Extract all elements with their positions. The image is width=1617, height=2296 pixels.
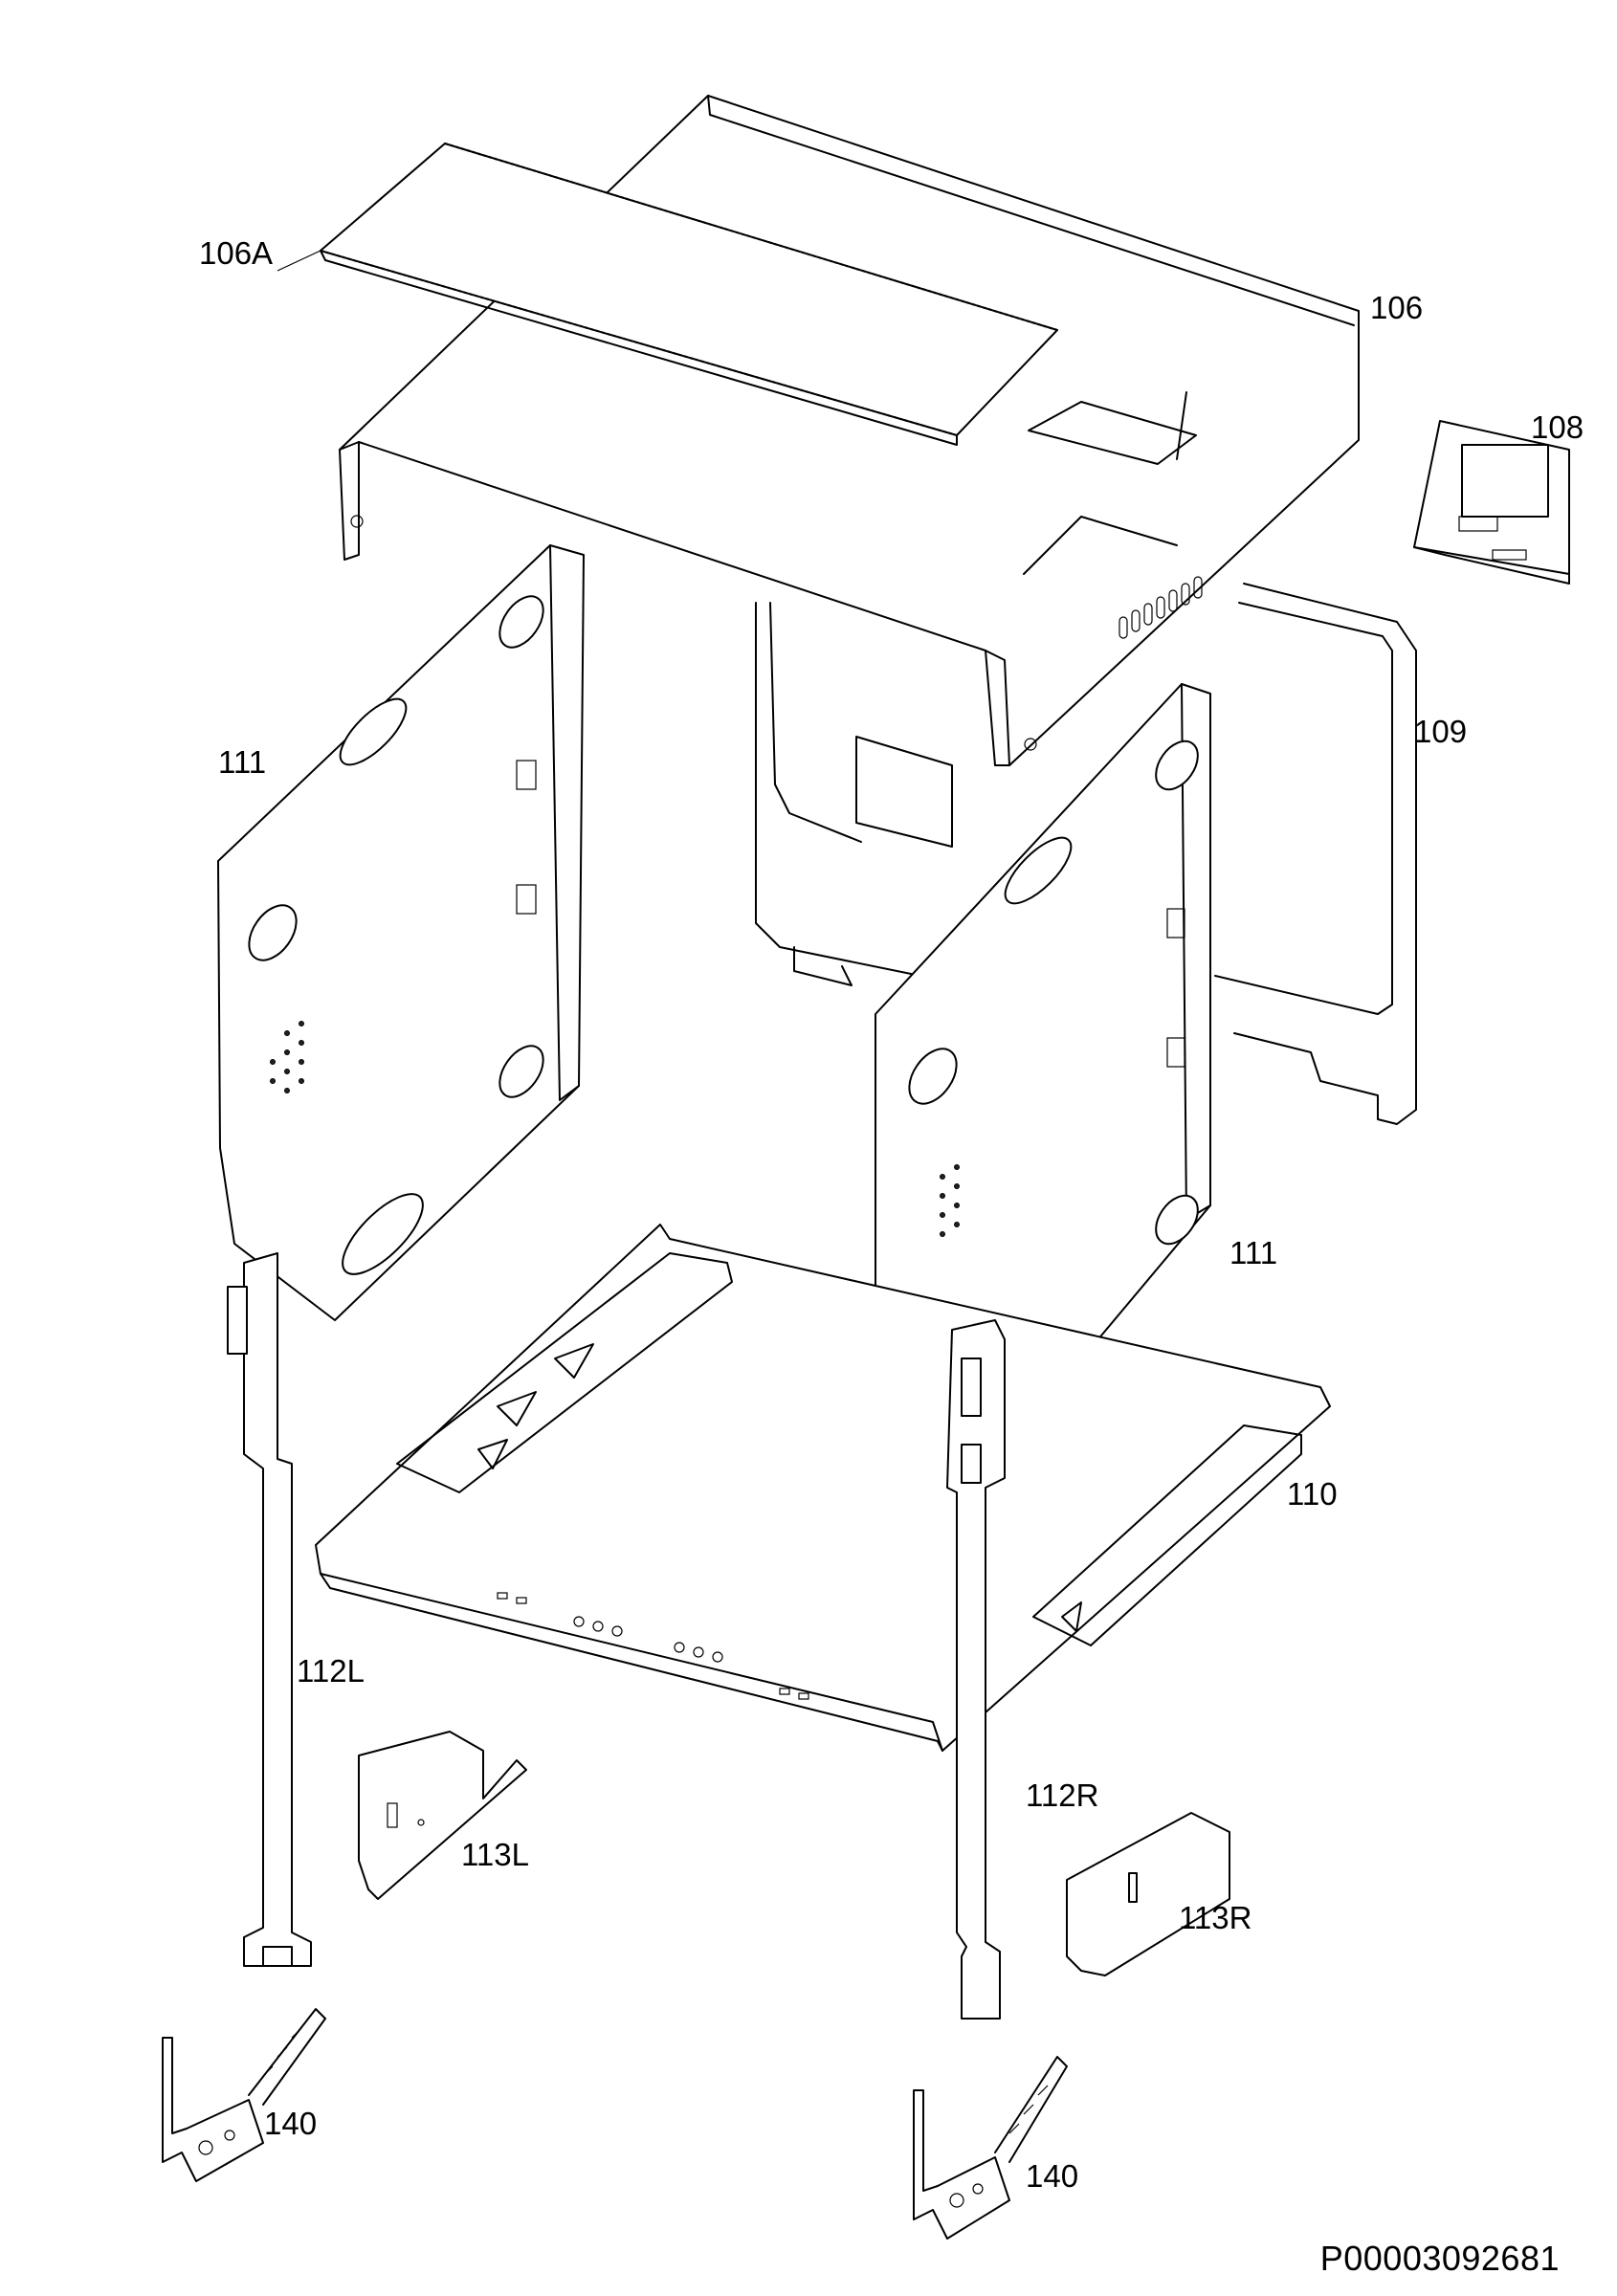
callout-140-right: 140 [1026, 2158, 1079, 2194]
callout-111-right: 111 [1229, 1235, 1278, 1270]
callout-112R: 112R [1026, 1777, 1099, 1813]
callout-110: 110 [1287, 1476, 1338, 1512]
part-109-cavity-back [755, 583, 1417, 1125]
part-140-left-hinge [162, 2008, 326, 2182]
part-110-base-frame [315, 1224, 1331, 1752]
front-rail-holes [497, 1592, 809, 1700]
callout-112L: 112L [297, 1653, 365, 1689]
callout-111-left: 111 [218, 744, 267, 780]
callout-106A: 106A [199, 235, 274, 271]
perforation-grid-right [940, 1164, 960, 1237]
vent-slots [1119, 576, 1203, 639]
perforation-grid-left [270, 1021, 304, 1093]
document-id: P00003092681 [1319, 2239, 1560, 2278]
part-140-right-hinge [913, 2056, 1068, 2240]
callout-109: 109 [1414, 714, 1468, 749]
part-113R-right-bracket [1066, 1812, 1230, 1976]
callout-140-left: 140 [264, 2106, 318, 2141]
part-112L-left-rail [227, 1252, 312, 1967]
callout-108: 108 [1531, 409, 1584, 445]
part-108-control-panel [1413, 420, 1570, 585]
callout-113R: 113R [1179, 1900, 1252, 1935]
callout-106: 106 [1370, 290, 1424, 325]
part-113L-left-bracket [358, 1731, 527, 1900]
part-112R-right-rail [946, 1319, 1006, 2020]
part-111-left-side-panel [217, 544, 585, 1321]
callout-113L: 113L [461, 1837, 529, 1872]
part-106A-insulation [277, 143, 1058, 446]
